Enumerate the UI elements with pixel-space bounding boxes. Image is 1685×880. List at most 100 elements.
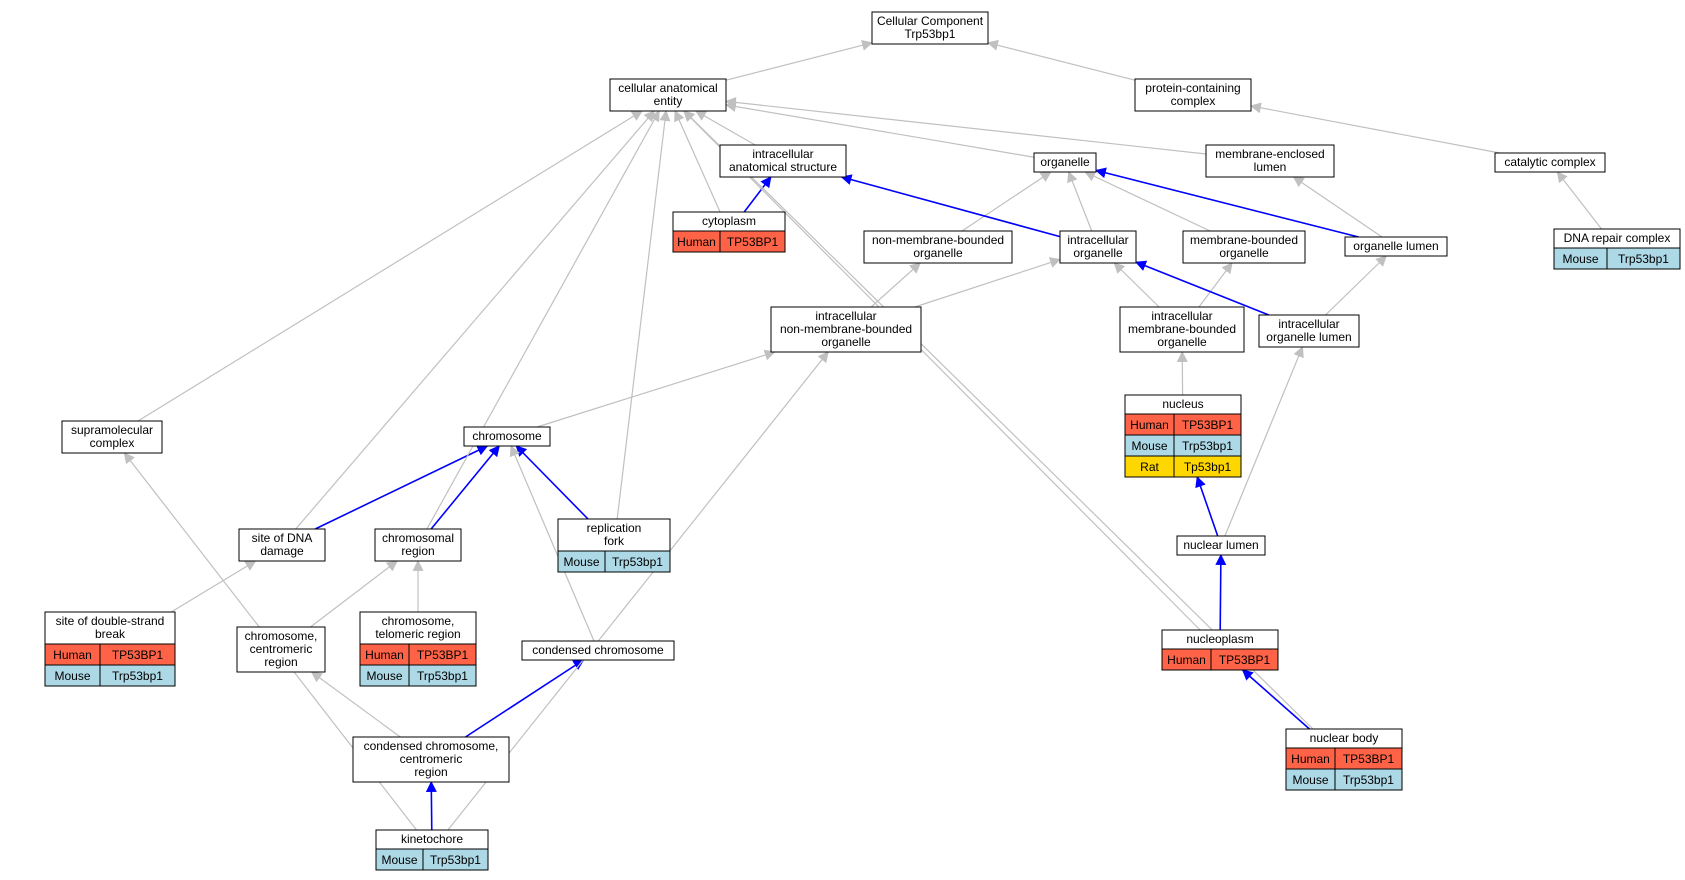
edge-inmbo-to-nmbo [870, 262, 921, 308]
edge-ol-to-organelle [1094, 167, 1359, 238]
edge-iol-to-io [1134, 260, 1270, 316]
node-label-line: site of DNA [252, 531, 313, 545]
gene-symbol: Trp53bp1 [417, 669, 468, 683]
edge-imbo-to-io [1113, 262, 1160, 308]
node-label-box [770, 306, 922, 353]
species-name: Mouse [1131, 439, 1167, 453]
node-organelle[interactable]: organelle [1033, 152, 1097, 173]
edge-nucbody-to-nucleoplasm [1241, 669, 1310, 730]
node-chromosome[interactable]: chromosome [463, 426, 551, 447]
node-label-line: chromosomal [382, 531, 454, 545]
gene-symbol: Trp53bp1 [112, 669, 163, 683]
node-condchrom[interactable]: condensed chromosome [521, 640, 675, 661]
gene-cell [408, 664, 477, 687]
node-label-line: organelle [1219, 246, 1269, 260]
node-label-line: region [414, 765, 447, 779]
node-label-line: chromosome, [245, 629, 318, 643]
node-label-box [44, 611, 176, 645]
node-label-line: fork [604, 534, 625, 548]
edge-centreg-to-chromreg [310, 560, 398, 628]
edge-ias-to-cae [694, 110, 756, 146]
node-label-line: non-membrane-bounded [780, 322, 912, 336]
gene-symbol: TP53BP1 [1182, 418, 1234, 432]
node-label-line: kinetochore [401, 832, 463, 846]
node-ol[interactable]: organelle lumen [1344, 236, 1448, 257]
edge-ccc-to-condchrom [465, 659, 585, 738]
species-name: Rat [1140, 460, 1159, 474]
gene-symbol: Trp53bp1 [1618, 252, 1669, 266]
species-name: Human [677, 235, 716, 249]
gene-cell [1334, 768, 1403, 791]
edge-sdsb-to-sdd [170, 560, 257, 613]
edge-organelle-to-cae [724, 101, 1035, 158]
gene-cell [1210, 648, 1279, 671]
node-label-line: region [401, 544, 434, 558]
node-label-box [1494, 152, 1606, 173]
node-label-box [1134, 78, 1252, 112]
edge-ccc-to-centreg [310, 671, 401, 738]
node-label-box [719, 144, 847, 178]
node-inmbo[interactable]: intracellularnon-membrane-boundedorganel… [770, 306, 922, 353]
node-label-line: replication [587, 521, 642, 535]
species-name: Mouse [54, 669, 90, 683]
node-label-box [463, 426, 551, 447]
species-name: Mouse [366, 669, 402, 683]
node-label-line: anatomical structure [729, 160, 837, 174]
edge-io-to-organelle [1067, 170, 1093, 232]
node-label-line: region [264, 655, 297, 669]
edge-nucleoplasm-to-nuclum [1215, 553, 1227, 631]
node-label-line: cytoplasm [702, 214, 756, 228]
node-label-line: break [95, 627, 126, 641]
node-catcx[interactable]: catalytic complex [1494, 152, 1606, 173]
node-label-line: entity [654, 94, 683, 108]
node-label-box [374, 528, 462, 562]
edge-supra-to-cae [137, 110, 643, 422]
node-label-line: nuclear body [1310, 731, 1379, 745]
species-name: Human [1167, 653, 1206, 667]
node-label-line: damage [260, 544, 304, 558]
node-label-line: intracellular [1067, 233, 1128, 247]
edge-nuclum-to-iol [1224, 345, 1304, 537]
gene-symbol: Trp53bp1 [1343, 773, 1394, 787]
gene-symbol: TP53BP1 [417, 648, 469, 662]
gene-cell [604, 550, 671, 573]
node-label-box [609, 78, 727, 112]
edge-mbo-to-organelle [1084, 171, 1211, 232]
edges-layer [123, 39, 1602, 831]
species-name: Mouse [1562, 252, 1598, 266]
node-label-line: DNA repair complex [1564, 231, 1671, 245]
node-label-line: lumen [1254, 160, 1287, 174]
edge-io-to-ias [840, 174, 1061, 238]
edge-condchrom-to-chromosome [509, 444, 595, 642]
edge-sdd-to-cae [295, 110, 655, 530]
node-label-line: Cellular Component [877, 14, 984, 28]
node-nuclum[interactable]: nuclear lumen [1176, 535, 1266, 556]
edge-nuclum-to-nucleus [1195, 475, 1219, 537]
edge-ol-to-mel [1292, 176, 1383, 238]
